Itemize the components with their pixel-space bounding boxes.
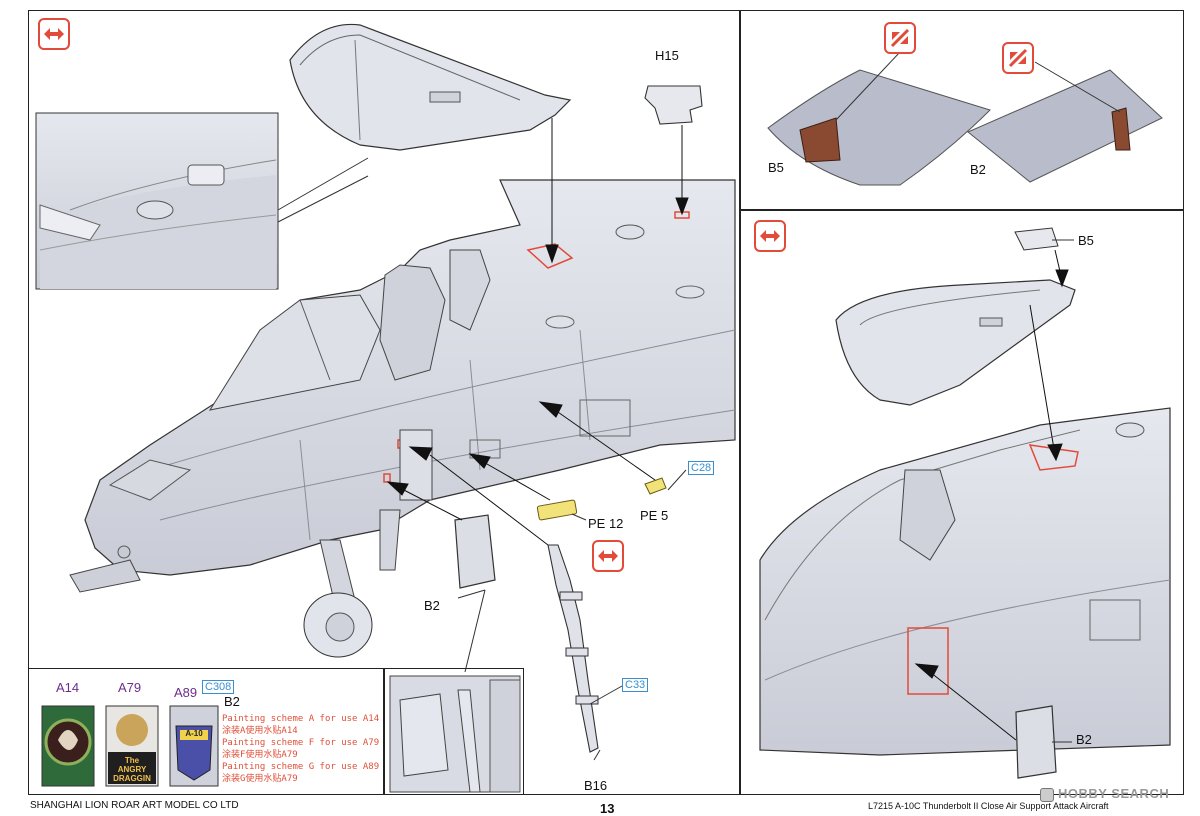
part-b16-ladder xyxy=(547,544,599,753)
paint-color-icon xyxy=(884,22,916,54)
label-b5-top: B5 xyxy=(768,160,784,175)
painting-note: Painting scheme G for use A89 xyxy=(222,762,380,772)
painting-note: 涂装F使用水贴A79 xyxy=(222,750,298,760)
right-part-b2 xyxy=(1015,705,1057,779)
right-step-panel xyxy=(740,210,1184,795)
canopy-part xyxy=(289,23,572,151)
swap-arrows-icon xyxy=(592,540,624,572)
painting-note: 涂装A使用水贴A14 xyxy=(222,726,298,736)
detail-inset-bottom xyxy=(389,675,521,793)
footer-product: L7215 A-10C Thunderbolt II Close Air Sup… xyxy=(868,801,1109,811)
nose-landing-gear xyxy=(303,509,401,658)
painting-note: Painting scheme A for use A14 xyxy=(222,714,380,724)
decal-a79-text: The ANGRY DRAGGIN xyxy=(113,756,151,783)
decal-a89-tile xyxy=(169,705,219,787)
decal-label-a14: A14 xyxy=(56,680,80,695)
label-b2-top: B2 xyxy=(970,162,986,177)
decal-label-a89: A89 xyxy=(174,685,198,700)
part-pe12 xyxy=(536,499,578,521)
top-right-part-b5 xyxy=(767,69,991,186)
detail-inset-top-left xyxy=(35,112,279,290)
right-canopy-part xyxy=(835,279,1076,406)
label-b5-right: B5 xyxy=(1078,233,1094,248)
label-b2-main: B2 xyxy=(424,598,440,613)
footer-company: SHANGHAI LION ROAR ART MODEL CO LTD xyxy=(30,800,239,811)
decal-a89-text: A-10 xyxy=(185,729,203,738)
decal-label-b2: B2 xyxy=(224,694,240,709)
swap-arrows-icon xyxy=(754,220,786,252)
part-h15 xyxy=(644,85,703,125)
decal-label-a79: A79 xyxy=(118,680,142,695)
color-ref-c28: C28 xyxy=(688,461,715,475)
part-b2-door xyxy=(454,514,496,589)
label-b16: B16 xyxy=(584,778,608,793)
footer-page-number: 13 xyxy=(600,801,615,816)
decal-a79-tile xyxy=(105,705,159,787)
decal-a14-tile xyxy=(41,705,95,787)
label-b2-right: B2 xyxy=(1076,732,1092,747)
part-pe5 xyxy=(644,477,667,495)
right-fuselage xyxy=(759,407,1171,756)
painting-note: Painting scheme F for use A79 xyxy=(222,738,380,748)
decal-panel xyxy=(28,668,384,795)
paint-color-icon xyxy=(1002,42,1034,74)
top-right-part-b2 xyxy=(967,69,1163,183)
right-part-b5 xyxy=(1014,227,1059,251)
fuselage-main xyxy=(69,179,736,593)
label-pe5: PE 5 xyxy=(640,508,669,523)
watermark-logo: HOBBY SEARCH xyxy=(1040,786,1196,804)
color-ref-c33: C33 xyxy=(622,678,649,692)
detail-inset-panel xyxy=(384,668,524,795)
watermark-text: HOBBY SEARCH xyxy=(1058,786,1170,801)
swap-arrows-icon xyxy=(38,18,70,50)
label-pe12: PE 12 xyxy=(588,516,624,531)
color-ref-c308: C308 xyxy=(202,680,235,694)
watermark-icon xyxy=(1040,788,1054,802)
label-h15: H15 xyxy=(655,48,679,63)
top-right-panel xyxy=(740,10,1184,210)
painting-note: 涂装G使用水贴A79 xyxy=(222,774,298,784)
